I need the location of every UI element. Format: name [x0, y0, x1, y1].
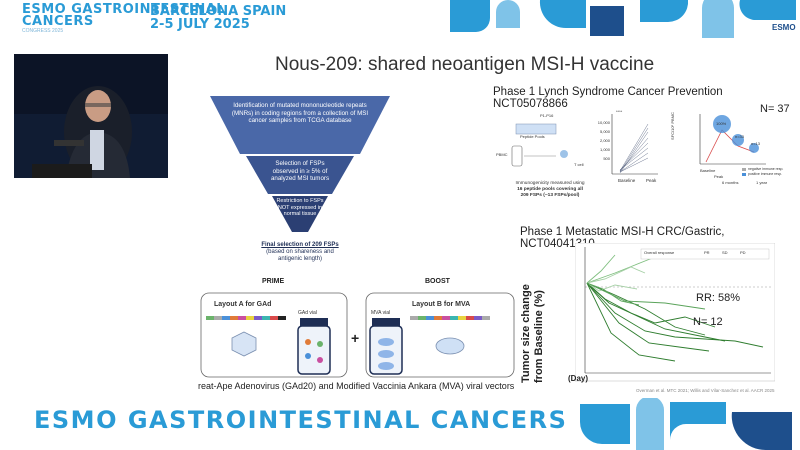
- x-6months: 6 months: [722, 180, 739, 185]
- tcell-label: T cell: [574, 162, 584, 167]
- x-peak: Peak: [646, 178, 657, 183]
- mva-vial-icon: [369, 318, 403, 375]
- mva-vial-label: MVA vial: [371, 310, 391, 316]
- footer-decoration: [580, 398, 792, 450]
- crc-ylabel-line2: from Baseline (%): [533, 290, 545, 383]
- immuno-note-line1: Immunogenicity measured using: [515, 181, 585, 186]
- peptide-pool-range: P1-P16: [540, 113, 554, 118]
- immuno-note-line3: 209 FSPs (~13 FSPs/pool): [520, 193, 580, 198]
- layout-a-box: [200, 292, 348, 378]
- layout-b-label: Layout B for MVA: [412, 301, 471, 308]
- lynch-assay-schematic: [511, 123, 568, 167]
- layout-a-strip: [206, 316, 286, 320]
- y-tick: 1,000: [599, 147, 610, 152]
- gad-vial-label: GAd vial: [298, 310, 317, 316]
- funnel-step1-shape: [210, 96, 390, 154]
- vaccine-layout-diagram: [200, 292, 515, 378]
- boost-label: BOOST: [425, 278, 450, 285]
- legend-pr: PR: [704, 250, 710, 255]
- peptide-pools-label: Peptide Pools: [520, 134, 545, 139]
- overall-response-label: Overall response: [644, 250, 675, 255]
- crc-waterfall-spider: [575, 243, 775, 382]
- layout-a-label: Layout A for GAd: [214, 301, 272, 308]
- funnel-step3-text: Restriction to FSPs NOT expressed in nor…: [276, 198, 324, 217]
- vectors-caption: reat-Ape Adenovirus (GAd20) and Modified…: [198, 381, 515, 391]
- lynch-sfc-chart: [611, 114, 658, 175]
- adenovirus-icon: [231, 331, 257, 357]
- gad-vial-icon: [297, 318, 331, 375]
- speaker-image: [14, 54, 168, 178]
- bubble-2: n=33: [735, 134, 745, 139]
- crc-x-axis-label: (Day): [568, 374, 589, 383]
- event-dates: 2-5 JULY 2025: [150, 17, 250, 32]
- x-1year: 1 year: [756, 180, 768, 185]
- final-selection: Final selection of 209 FSPs (based on sh…: [255, 242, 345, 263]
- event-logo-line1: ESMO GASTROINTESTINAL: [22, 2, 226, 17]
- lynch-y-axis-label: SFC/10⁶ PBMC: [670, 112, 675, 140]
- mva-virus-icon: [435, 337, 465, 355]
- funnel-step2-shape: [246, 156, 354, 194]
- funnel-step1-text: Identification of mutated mononucleotide…: [231, 102, 369, 124]
- y-tick: 2,000: [599, 138, 610, 143]
- speaker-video: [14, 54, 168, 178]
- plus-sign: +: [351, 330, 360, 346]
- y-tick: 10,000: [597, 120, 610, 125]
- header-decoration: [440, 0, 800, 48]
- crc-n: N= 12: [693, 316, 723, 328]
- legend-pd: PD: [740, 250, 746, 255]
- y-tick: 500: [603, 156, 610, 161]
- final-selection-title: Final selection of 209 FSPs: [261, 242, 339, 248]
- lynch-bubble-chart: [699, 114, 766, 176]
- esmo-mark: ESMO: [772, 23, 796, 32]
- reference-citation: Overman et al. MTC 2021; Willis and Vila…: [636, 388, 775, 393]
- x-peak-2: Peak: [714, 174, 724, 179]
- layout-b-box: [365, 292, 515, 378]
- bubble-3: n=13: [751, 141, 761, 146]
- legend-positive: positive immune resp.: [748, 172, 783, 176]
- crc-ylabel-line1: Tumor size change: [520, 284, 532, 383]
- x-baseline-2: Baseline: [700, 168, 716, 173]
- lynch-n: N= 37: [760, 103, 790, 115]
- immuno-note-line2: 16 peptide pools covering all: [517, 187, 583, 192]
- funnel-step2-text: Selection of FSPs observed in ≥ 5% of an…: [270, 160, 330, 182]
- immunogenicity-note: Immunogenicity measured using 16 peptide…: [505, 181, 595, 199]
- final-selection-note: (based on shareness and antigenic length…: [266, 249, 334, 262]
- bubble-1: 100%: [716, 121, 727, 126]
- pbmc-label: PBMC: [496, 152, 508, 157]
- legend-sd: SD: [722, 250, 728, 255]
- slide-title: Nous-209: shared neoantigen MSI-H vaccin…: [275, 54, 655, 75]
- layout-b-strip: [410, 316, 490, 320]
- response-rate: RR: 58%: [696, 292, 741, 304]
- footer-banner: ESMO GASTROINTESTINAL CANCERS: [34, 406, 568, 434]
- event-location: BARCELONA SPAIN: [150, 4, 287, 19]
- event-logo-subtitle: CONGRESS 2025: [22, 28, 64, 34]
- legend-negative: negative immune resp.: [748, 167, 784, 171]
- funnel-diagram: [210, 96, 390, 232]
- lynch-y-ticks: 10,000 5,000 2,000 1,000 500: [583, 118, 610, 163]
- significance-marker: ****: [616, 109, 623, 114]
- funnel-step3-shape: [272, 196, 328, 232]
- x-baseline: Baseline: [618, 178, 636, 183]
- event-logo-line2: CANCERS: [22, 14, 94, 29]
- crc-y-axis-label: Tumor size change from Baseline (%): [520, 284, 546, 383]
- prime-label: PRIME: [262, 278, 285, 285]
- y-tick: 5,000: [599, 129, 610, 134]
- lynch-trial-title: Phase 1 Lynch Syndrome Cancer Prevention…: [493, 86, 723, 110]
